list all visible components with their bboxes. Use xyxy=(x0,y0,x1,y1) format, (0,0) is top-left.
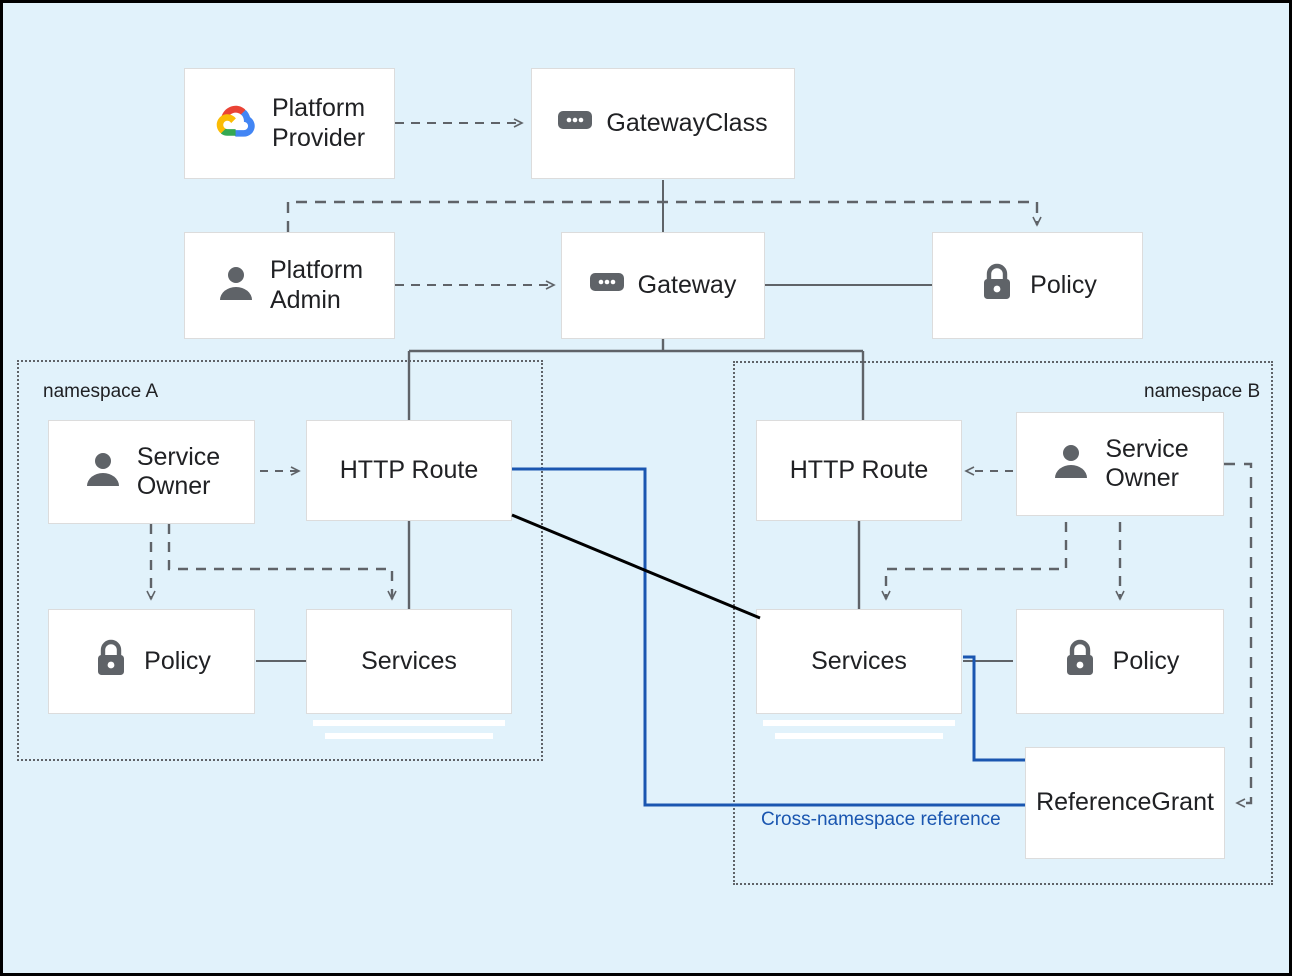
wire-route-a-to-services-b-diagonal xyxy=(511,513,761,620)
node-label: Service Owner xyxy=(136,442,221,501)
node-service-owner-b[interactable]: Service Owner xyxy=(1016,412,1224,516)
node-label: Platform Provider xyxy=(271,94,366,152)
node-label: Services xyxy=(811,646,907,675)
node-policy-top[interactable]: Policy xyxy=(932,232,1143,339)
namespace-b-label: namespace B xyxy=(1144,381,1261,402)
lock-icon xyxy=(1061,637,1099,687)
cross-namespace-reference-label: Cross-namespace reference xyxy=(761,809,1001,830)
wire-admin-to-policy-top xyxy=(286,200,1042,232)
node-label: Policy xyxy=(1030,270,1097,299)
google-cloud-icon xyxy=(214,100,258,148)
gateway-chip-icon xyxy=(558,109,593,139)
namespace-a-label: namespace A xyxy=(43,381,159,402)
lock-icon xyxy=(92,637,130,687)
node-gatewayclass[interactable]: GatewayClass xyxy=(531,68,795,179)
node-policy-b[interactable]: Policy xyxy=(1016,609,1224,714)
node-label: HTTP Route xyxy=(339,455,479,484)
lock-icon xyxy=(978,261,1016,311)
gateway-chip-icon xyxy=(589,271,624,301)
node-service-owner-a[interactable]: Service Owner xyxy=(48,420,255,524)
node-label: Platform Admin xyxy=(269,256,364,314)
node-services-b[interactable]: Services xyxy=(756,609,962,739)
node-label: Policy xyxy=(1112,646,1180,675)
node-services-a[interactable]: Services xyxy=(306,609,512,739)
node-label: ReferenceGrant xyxy=(1036,788,1214,817)
node-policy-a[interactable]: Policy xyxy=(48,609,255,714)
node-http-route-b[interactable]: HTTP Route xyxy=(756,420,962,521)
person-icon xyxy=(1051,440,1091,488)
node-label: HTTP Route xyxy=(789,455,929,484)
node-label: Gateway xyxy=(637,270,737,299)
node-label: Services xyxy=(361,646,457,675)
node-platform-admin[interactable]: Platform Admin xyxy=(184,232,395,339)
person-icon xyxy=(216,262,256,310)
person-icon xyxy=(83,448,123,496)
node-label: Service Owner xyxy=(1105,434,1189,493)
node-gateway[interactable]: Gateway xyxy=(561,232,765,339)
node-label: GatewayClass xyxy=(606,108,768,137)
node-platform-provider[interactable]: Platform Provider xyxy=(184,68,395,179)
node-label: Policy xyxy=(144,646,211,675)
node-http-route-a[interactable]: HTTP Route xyxy=(306,420,512,521)
node-reference-grant[interactable]: ReferenceGrant xyxy=(1025,747,1225,859)
